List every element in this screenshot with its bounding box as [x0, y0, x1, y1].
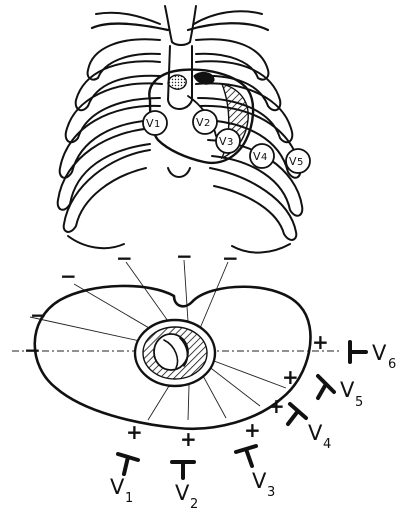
electrode-label-v1-subscript: 1: [125, 491, 133, 506]
electrode-label-v2: V 2: [175, 481, 198, 512]
chest-lead-v1-letter: V: [146, 117, 154, 130]
electrode-label-v5-letter: V: [340, 378, 355, 402]
left-clavicle: [92, 23, 268, 30]
electrode-label-v5-subscript: 5: [355, 395, 363, 410]
chest-lead-v1: V 1: [143, 111, 167, 135]
minus-sign-1: −: [24, 338, 41, 362]
chest-lead-v4-subscript: 4: [261, 152, 267, 163]
electrode-label-v3-subscript: 3: [267, 485, 275, 500]
thorax-cross-section: − − − − − − + + + + + + V: [12, 244, 396, 512]
electrode-label-v4-subscript: 4: [323, 437, 331, 452]
electrode-label-v4-letter: V: [308, 421, 323, 445]
minus-sign-6: −: [222, 246, 239, 270]
sternal-notch: [172, 42, 190, 45]
electrode-v5: [318, 376, 334, 398]
plus-sign-v6: +: [312, 330, 329, 354]
chest-lead-v2: V 2: [193, 110, 217, 134]
minus-sign-3: −: [60, 264, 77, 288]
electrode-v3: [236, 446, 256, 466]
electrode-label-v3-letter: V: [252, 469, 267, 493]
chest-lead-v2-letter: V: [196, 116, 204, 129]
electrode-label-v6: V 6: [372, 341, 396, 372]
electrode-label-v4: V 4: [308, 421, 331, 452]
electrode-label-v5: V 5: [340, 378, 363, 410]
chest-lead-v2-subscript: 2: [204, 118, 210, 129]
chest-lead-v4: V 4: [250, 144, 274, 168]
electrode-label-v6-letter: V: [372, 341, 387, 365]
plus-sign-v3: +: [244, 418, 261, 442]
electrode-label-v6-subscript: 6: [388, 357, 396, 372]
neck: [165, 6, 196, 42]
chest-lead-v3: V 3: [216, 129, 240, 153]
electrode-label-v1: V 1: [110, 475, 133, 506]
electrode-label-v3: V 3: [252, 469, 275, 500]
plus-sign-v5: +: [282, 365, 299, 389]
electrode-v1: [118, 454, 138, 474]
clavicle-edge: [96, 11, 262, 24]
electrode-v2: [172, 462, 194, 478]
electrode-v4: [288, 404, 306, 424]
chest-lead-v5-letter: V: [289, 155, 297, 168]
xiphoid: [168, 168, 190, 177]
minus-sign-5: −: [176, 244, 193, 268]
electrode-label-v1-letter: V: [110, 475, 125, 499]
plus-sign-v2: +: [180, 427, 197, 451]
electrode-label-v2-subscript: 2: [190, 497, 198, 512]
chest-lead-v1-subscript: 1: [154, 119, 160, 130]
chest-lead-v5: V 5: [286, 149, 310, 173]
ventricle-cavity: [154, 334, 188, 370]
minus-sign-4: −: [116, 246, 133, 270]
right-ribs: [58, 39, 162, 248]
minus-sign-2: −: [30, 303, 47, 327]
rib-cage: [58, 6, 303, 253]
electrode-label-v2-letter: V: [175, 481, 190, 505]
chest-lead-v5-subscript: 5: [297, 157, 303, 168]
electrode-v6: [350, 342, 366, 362]
chest-lead-v4-letter: V: [253, 150, 261, 163]
chest-lead-v3-subscript: 3: [227, 137, 233, 148]
plus-sign-v1: +: [126, 420, 143, 444]
chest-lead-v3-letter: V: [219, 135, 227, 148]
plus-sign-v4: +: [268, 394, 285, 418]
